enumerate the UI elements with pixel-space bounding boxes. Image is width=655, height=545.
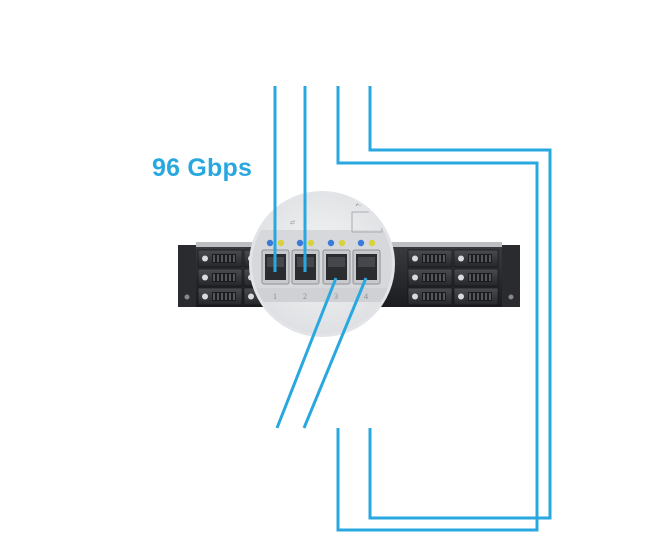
drive-tray	[197, 268, 243, 287]
cable-loop-inner	[368, 86, 552, 520]
drive-tray	[407, 287, 453, 306]
drive-tray	[407, 249, 453, 268]
drive-tray	[453, 287, 499, 306]
port-led-yellow-icon	[338, 239, 346, 247]
cable-port-3	[275, 277, 338, 429]
port-number: 3	[334, 292, 338, 301]
port-led-blue-icon	[357, 239, 365, 247]
drive-tray	[197, 249, 243, 268]
drive-tray	[197, 287, 243, 306]
network-cables	[273, 86, 552, 532]
port-led-yellow-icon	[307, 239, 315, 247]
ethernet-port-4: 4	[352, 239, 381, 301]
port-led-blue-icon	[327, 239, 335, 247]
svg-text:⇄: ⇄	[290, 219, 295, 226]
port-led-blue-icon	[296, 239, 304, 247]
port-led-yellow-icon	[368, 239, 376, 247]
drive-tray	[453, 249, 499, 268]
ethernet-port-3: 3	[322, 239, 351, 301]
drive-tray	[407, 268, 453, 287]
cable-port-4	[302, 277, 368, 429]
drive-bays-right	[407, 249, 499, 306]
drive-tray	[453, 268, 499, 287]
port-number: 2	[303, 292, 307, 301]
port-number: 4	[364, 292, 368, 301]
port-number: 1	[273, 292, 277, 301]
bandwidth-label: 96 Gbps	[152, 154, 253, 182]
cable-loop-outer	[336, 86, 539, 532]
port-led-blue-icon	[266, 239, 274, 247]
port-led-yellow-icon	[277, 239, 285, 247]
